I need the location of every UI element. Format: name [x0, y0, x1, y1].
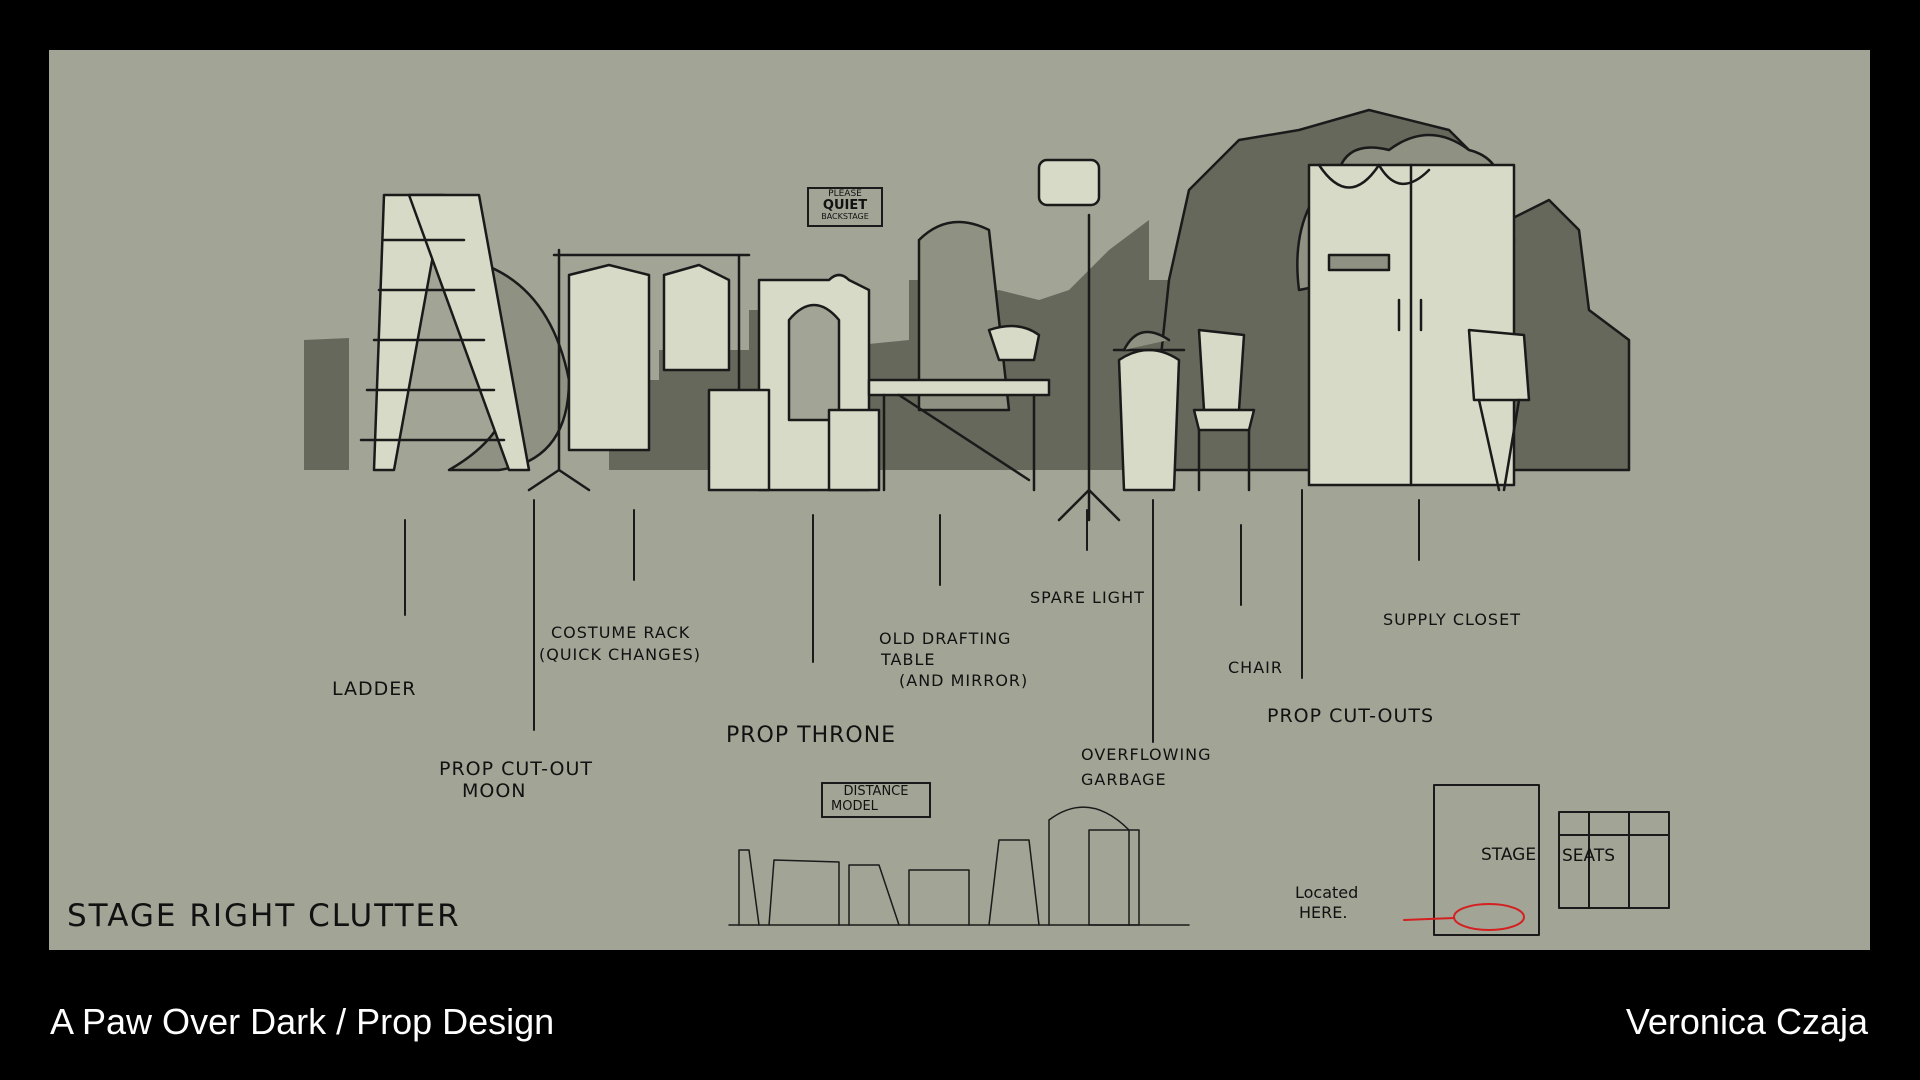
- distance-model-thumbnail: [728, 806, 1190, 926]
- label-chair: CHAIR: [1228, 658, 1283, 677]
- garbage-can-illustration: [1112, 330, 1186, 492]
- label-rack-line2: (QUICK CHANGES): [539, 645, 702, 664]
- draped-mirror: [917, 220, 1011, 412]
- distance-model-line2: MODEL: [831, 799, 878, 814]
- label-rack-line1: COSTUME RACK: [551, 623, 691, 642]
- label-table-line2: TABLE: [881, 650, 936, 669]
- sign-line-3: BACKSTAGE: [821, 212, 869, 221]
- label-garbage-line1: OVERFLOWING: [1081, 745, 1212, 764]
- quiet-backstage-sign: PLEASE QUIET BACKSTAGE: [807, 187, 883, 227]
- prop-throne-illustration: [707, 273, 881, 492]
- label-moon-line2: MOON: [462, 780, 527, 802]
- costume-rack-illustration: [527, 248, 751, 492]
- footer-project-title: A Paw Over Dark / Prop Design: [50, 1001, 555, 1042]
- sign-line-2: QUIET: [822, 198, 868, 213]
- sign-line-1: PLEASE: [828, 189, 862, 199]
- drafting-table-illustration: [867, 324, 1051, 492]
- map-label-seats: SEATS: [1562, 846, 1616, 866]
- concept-art-panel: PLEASE QUIET BACKSTAGE LADDER PROP CUT-O…: [49, 50, 1870, 950]
- label-ladder: LADDER: [332, 678, 417, 700]
- panel-title: STAGE RIGHT CLUTTER: [67, 898, 461, 934]
- label-throne: PROP THRONE: [726, 723, 897, 748]
- callout-leader-lines: [404, 489, 1420, 743]
- map-note-line2: HERE.: [1299, 903, 1348, 922]
- folding-chair-illustration: [1467, 328, 1531, 492]
- map-note-line1: Located: [1295, 883, 1359, 902]
- location-marker: [1453, 903, 1525, 931]
- ladder-illustration: [359, 193, 531, 472]
- supply-closet-illustration: [1307, 163, 1516, 487]
- prop-lineup-illustration: [304, 108, 1670, 936]
- label-supply-closet: SUPPLY CLOSET: [1383, 610, 1521, 629]
- spare-light-illustration: [1037, 158, 1121, 522]
- chair-illustration: [1192, 328, 1256, 492]
- distance-model-line1: DISTANCE: [843, 784, 909, 799]
- label-table-line1: OLD DRAFTING: [879, 629, 1012, 648]
- map-label-stage: STAGE: [1481, 845, 1537, 865]
- label-moon-line1: PROP CUT-OUT: [439, 758, 593, 780]
- label-prop-cutouts: PROP CUT-OUTS: [1267, 705, 1435, 727]
- label-table-line3: (AND MIRROR): [899, 671, 1029, 690]
- footer-artist-name: Veronica Czaja: [1625, 1001, 1868, 1042]
- label-garbage-line2: GARBAGE: [1081, 770, 1167, 789]
- stage-location-map: [1403, 784, 1670, 936]
- distance-model-label: DISTANCE MODEL: [821, 782, 931, 818]
- label-spare-light: SPARE LIGHT: [1030, 588, 1145, 607]
